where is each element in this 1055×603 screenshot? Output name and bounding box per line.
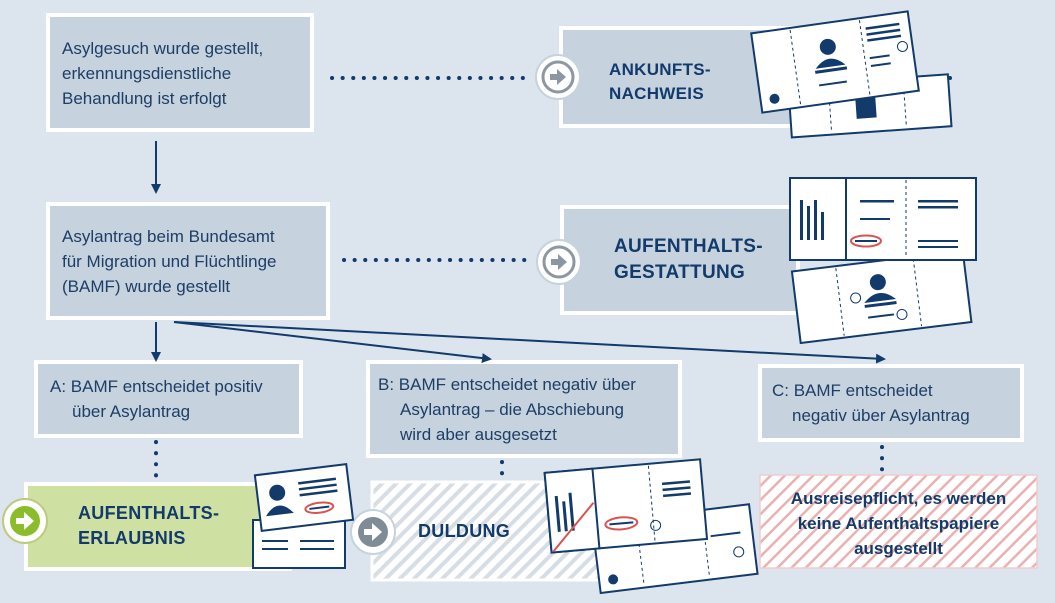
doc-label-aufenthaltsgestattung: AUFENTHALTS- GESTATTUNG: [614, 234, 763, 286]
doc-label-aufenthaltsgestattung-line-1: AUFENTHALTS-: [614, 236, 763, 257]
doc-label-duldung: DULDUNG: [418, 519, 510, 544]
step-text-asylantrag-line-2: für Migration und Flüchtlinge: [62, 252, 277, 271]
doc-label-duldung-line-1: DULDUNG: [418, 521, 511, 541]
step-box-asylgesuch: [46, 13, 314, 132]
arrow-circle-icon-aufenthaltserlaubnis: [2, 498, 48, 544]
id-card-icon-aufenthaltserlaubnis: [252, 463, 355, 569]
outcome-text-b-line-1: B: BAMF entscheidet negativ über: [378, 375, 636, 394]
passport-booklet-icon-aufenthaltsgestattung: [789, 177, 977, 345]
outcome-text-b: B: BAMF entscheidet negativ über Asylant…: [378, 372, 636, 447]
arrow-step2-to-b: [173, 321, 492, 364]
outcome-text-b-line-2: Asylantrag – die Abschiebung: [400, 400, 624, 419]
doc-label-ausreisepflicht-line-1: Ausreisepflicht, es werden: [790, 489, 1007, 508]
outcome-text-a-line-2: über Asylantrag: [72, 402, 191, 421]
outcome-text-c: C: BAMF entscheidet negativ über Asylant…: [772, 378, 970, 428]
outcome-text-a: A: BAMF entscheidet positiv über Asylant…: [50, 374, 263, 424]
doc-label-aufenthaltserlaubnis-line-1: AUFENTHALTS-: [78, 503, 220, 523]
passport-booklet-icon-duldung: [543, 458, 759, 595]
doc-label-ausreisepflicht-line-2: keine Aufenthaltspapiere: [797, 514, 1000, 533]
outcome-box-a: [34, 360, 303, 438]
doc-label-ankunftsnachweis-line-2: NACHWEIS: [609, 84, 704, 103]
doc-label-aufenthaltserlaubnis: AUFENTHALTS- ERLAUBNIS: [78, 501, 219, 551]
outcome-text-c-line-2: negativ über Asylantrag: [792, 406, 970, 425]
arrow-circle-icon-duldung: [350, 509, 396, 555]
step-text-asylgesuch-line-3: Behandlung ist erfolgt: [62, 89, 227, 108]
outcome-text-a-line-1: A: BAMF entscheidet positiv: [50, 377, 263, 396]
outcome-box-b: [366, 360, 682, 458]
step-text-asylgesuch-line-1: Asylgesuch wurde gestellt,: [62, 39, 264, 58]
outcome-box-c: [758, 364, 1024, 442]
arrow-circle-icon-aufenthaltsgestattung: [536, 239, 582, 285]
outcome-text-c-line-1: C: BAMF entscheidet: [772, 381, 933, 400]
outcome-text-b-line-3: wird aber ausgesetzt: [400, 425, 557, 444]
doc-label-aufenthaltsgestattung-line-2: GESTATTUNG: [614, 262, 746, 283]
step-text-asylgesuch: Asylgesuch wurde gestellt, erkennungsdie…: [62, 36, 263, 111]
doc-box-aufenthaltsgestattung: [560, 205, 800, 315]
doc-box-ausreisepflicht: [759, 474, 1038, 569]
id-card-icon-ankunftsnachweis: [750, 10, 953, 139]
doc-label-ankunftsnachweis: ANKUNFTS- NACHWEIS: [609, 58, 711, 106]
doc-label-aufenthaltserlaubnis-line-2: ERLAUBNIS: [78, 528, 186, 548]
step-box-asylantrag: [46, 202, 330, 320]
doc-label-ankunftsnachweis-line-1: ANKUNFTS-: [609, 60, 711, 79]
doc-label-ausreisepflicht-line-3: ausgestellt: [854, 539, 943, 558]
step-text-asylantrag-line-3: (BAMF) wurde gestellt: [62, 277, 231, 296]
step-text-asylantrag: Asylantrag beim Bundesamt für Migration …: [62, 224, 277, 299]
arrow-circle-icon-ankunftsnachweis: [535, 54, 581, 100]
arrow-step2-to-c: [173, 321, 886, 364]
step-text-asylantrag-line-1: Asylantrag beim Bundesamt: [62, 227, 275, 246]
step-text-asylgesuch-line-2: erkennungsdienstliche: [62, 64, 232, 83]
doc-label-ausreisepflicht: Ausreisepflicht, es werden keine Aufenth…: [760, 486, 1037, 561]
